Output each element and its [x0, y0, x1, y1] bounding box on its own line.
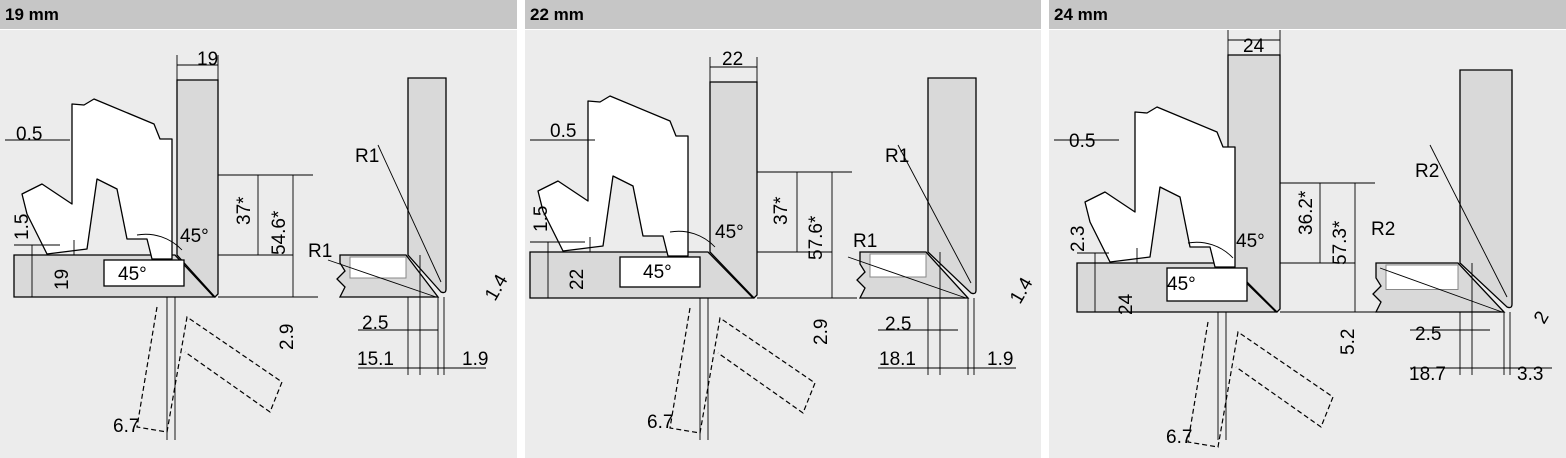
label-dim-f: 1.9 — [987, 349, 1013, 370]
detail-cup-recess — [349, 256, 407, 279]
label-door-thickness: 24 — [1116, 293, 1137, 315]
label-angle-upper: 45° — [1236, 231, 1265, 252]
label-side-thickness: 22 — [722, 49, 743, 70]
label-dim-b: 54.6* — [269, 210, 290, 255]
hinge-cup — [1166, 267, 1248, 302]
detail-dimension-line — [847, 256, 967, 299]
angle-arc — [136, 233, 183, 251]
detail-dimension-line — [1429, 144, 1508, 298]
panel-title: 24 mm — [1049, 0, 1566, 30]
detail-dimension-line — [327, 259, 437, 298]
label-dim-a: 37* — [234, 196, 255, 225]
detail-side-panel — [927, 77, 977, 295]
label-dim-d: 2.5 — [1415, 324, 1441, 345]
detail-cup-recess — [869, 253, 927, 278]
detail-side-panel — [407, 77, 447, 294]
panel-title: 22 mm — [525, 0, 1041, 30]
label-dim-b: 57.6* — [806, 215, 827, 260]
open-door-outline — [669, 307, 816, 434]
label-dim-a: 36.2* — [1296, 190, 1317, 235]
detail-dimension-line — [897, 144, 972, 284]
label-angle-lower: 45° — [118, 264, 147, 285]
label-dim-d: 2.5 — [885, 314, 911, 335]
label-gap: 2 — [1530, 308, 1553, 328]
technical-drawing: 220.51.52245°45°37*57.6*2.96.7R1R11.42.5… — [529, 49, 1038, 440]
label-radius-lower: R1 — [853, 231, 877, 252]
label-offset: 6.7 — [647, 412, 673, 433]
technical-drawing: 240.52.32445°45°36.2*57.3*5.26.7R2R222.5… — [1054, 30, 1554, 448]
label-dim-c: 2.9 — [277, 324, 298, 350]
label-angle-upper: 45° — [180, 226, 209, 247]
label-angle-lower: 45° — [1167, 274, 1196, 295]
hinge-icon — [1084, 106, 1236, 268]
label-side-thickness: 24 — [1243, 36, 1265, 57]
label-radius-upper: R2 — [1415, 161, 1439, 182]
label-radius-upper: R1 — [885, 146, 909, 167]
label-dim-d: 2.5 — [362, 313, 388, 334]
label-dim-c: 5.2 — [1338, 329, 1359, 355]
label-dim-f: 1.9 — [462, 349, 488, 370]
label-offset: 6.7 — [113, 416, 139, 437]
label-height-a: 1.5 — [531, 206, 552, 232]
label-dim-e: 18.7 — [1409, 364, 1446, 385]
label-radius-lower: R2 — [1371, 219, 1395, 240]
label-dim-c: 2.9 — [811, 319, 832, 345]
panel-title: 19 mm — [0, 0, 517, 30]
angle-arc — [1187, 241, 1234, 259]
label-door-thickness: 19 — [52, 269, 73, 290]
open-door-outline — [1187, 321, 1334, 448]
label-gap: 1.4 — [481, 271, 513, 305]
hinge-cup — [103, 259, 185, 287]
label-side-thickness: 19 — [197, 49, 218, 70]
label-overlay-gap: 0.5 — [550, 121, 576, 142]
cabinet-side-panel — [176, 79, 219, 298]
open-door-outline — [136, 306, 283, 433]
hinge-icon — [21, 98, 173, 260]
label-dim-e: 18.1 — [879, 349, 916, 370]
label-overlay-gap: 0.5 — [1069, 131, 1095, 152]
detail-side-panel — [1459, 69, 1513, 309]
label-height-a: 1.5 — [12, 214, 33, 240]
label-dim-e: 15.1 — [357, 349, 394, 370]
label-offset: 6.7 — [1166, 427, 1192, 448]
label-angle-lower: 45° — [643, 262, 672, 283]
label-dim-a: 37* — [771, 196, 792, 225]
label-door-thickness: 22 — [567, 269, 588, 290]
label-radius-upper: R1 — [355, 146, 379, 167]
label-dim-f: 3.3 — [1517, 364, 1543, 385]
label-angle-upper: 45° — [715, 222, 744, 243]
detail-cup-recess — [1385, 264, 1459, 290]
cabinet-side-panel — [709, 81, 758, 299]
hinge-cup — [619, 256, 701, 288]
label-gap: 1.4 — [1006, 274, 1038, 308]
detail-dimension-line — [377, 144, 442, 283]
label-overlay-gap: 0.5 — [16, 124, 42, 145]
angle-arc — [669, 230, 716, 248]
technical-drawing: 190.51.51945°45°37*54.6*2.96.7R1R11.42.5… — [5, 49, 513, 440]
label-height-a: 2.3 — [1068, 226, 1089, 252]
hinge-icon — [537, 95, 689, 257]
label-radius-lower: R1 — [308, 241, 332, 262]
detail-dimension-line — [1379, 267, 1503, 313]
label-dim-b: 57.3* — [1330, 220, 1351, 265]
